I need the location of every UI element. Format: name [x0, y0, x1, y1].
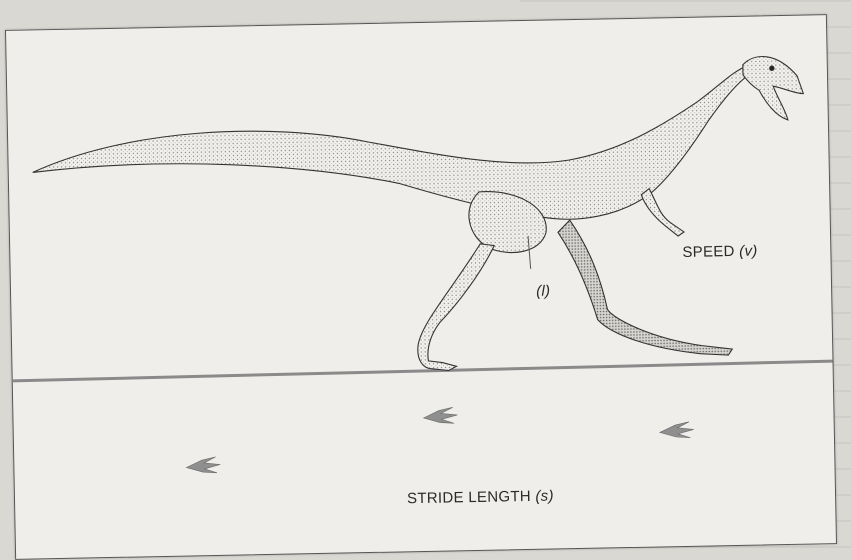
diagram-svg [6, 15, 836, 559]
figure-panel: SPEED (v) (l) STRIDE LENGTH (s) [5, 14, 837, 560]
footprint-icon [423, 407, 458, 426]
footprint-icon [186, 457, 221, 476]
dinosaur-illustration [31, 56, 809, 379]
speed-label: SPEED (v) [682, 243, 758, 261]
speed-text: SPEED [682, 243, 735, 261]
stride-length-label: STRIDE LENGTH (s) [407, 487, 554, 507]
stride-symbol: (s) [535, 487, 554, 504]
leg-length-label: (l) [536, 283, 551, 300]
speed-symbol: (v) [739, 243, 758, 260]
stride-text: STRIDE LENGTH [407, 488, 531, 507]
footprint-icon [659, 421, 694, 440]
